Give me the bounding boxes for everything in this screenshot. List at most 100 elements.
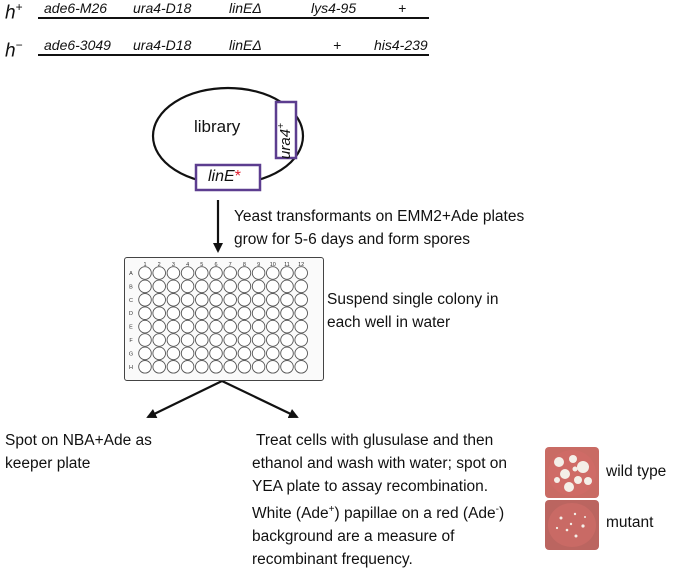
well [166,319,181,334]
well [237,360,252,374]
allele-his4: his4-239 [374,37,428,53]
mutant-papillae [548,503,596,547]
well [223,293,237,307]
well [266,266,280,280]
well [195,279,209,294]
well [180,279,195,294]
well [195,293,209,307]
well [209,360,223,374]
well [237,333,252,347]
row-label: G [129,351,133,357]
linE-insert-label: linE* [208,168,241,185]
well [237,293,252,307]
well [195,333,209,347]
well [152,279,166,294]
chromosome-line [38,54,429,56]
well [251,360,266,374]
well [195,266,209,280]
well [280,333,294,347]
well [280,319,294,334]
mutation-asterisk: * [234,168,241,185]
well [280,279,294,294]
well [180,346,195,361]
allele-ade6: ade6-M26 [44,0,108,16]
well [251,279,266,294]
well [166,266,181,280]
well [266,293,280,307]
well [195,346,209,361]
well [237,266,252,280]
mating-type-h-minus: h− [5,38,23,62]
column-label: 7 [229,262,232,268]
row-label: D [129,311,133,317]
well [180,266,195,280]
allele-lys4: + [333,37,342,53]
well [223,279,237,294]
well [195,306,209,320]
well [266,346,280,361]
well [152,266,166,280]
well [251,346,266,361]
column-label: 11 [284,262,290,268]
mutant-label: mutant [606,514,654,531]
well [209,346,223,361]
well [223,333,237,347]
well [138,360,152,374]
row-label: A [129,271,133,277]
well [195,360,209,374]
well [266,360,280,374]
well [223,266,237,280]
row-label: B [129,284,133,290]
wild-type-papillae [548,450,596,496]
allele-lys4: lys4-95 [311,0,357,16]
well [280,266,294,280]
linE-insert-box [194,163,262,192]
well [294,346,308,361]
well [209,293,223,307]
well [209,306,223,320]
well [180,319,195,334]
allele-linE: linEΔ [229,37,262,53]
row-label: H [129,365,133,371]
allele-his4: + [398,0,407,16]
well [280,306,294,320]
allele-ade6: ade6-3049 [44,37,111,53]
allele-ura4: ura4-D18 [133,37,192,53]
suspend-text: Suspend single colony in each well in wa… [327,291,499,331]
column-label: 9 [257,262,260,268]
well [237,279,252,294]
well [251,293,266,307]
well [152,293,166,307]
well [152,346,166,361]
column-label: 8 [243,262,246,268]
well [294,293,308,307]
well [209,333,223,347]
mutant-plate-image [545,500,599,550]
well [223,346,237,361]
arrow-left [146,380,223,418]
well [294,279,308,294]
row-label: E [129,325,133,331]
mating-type-h-plus: h+ [5,0,23,24]
column-label: 2 [158,262,161,268]
wild-type-label: wild type [606,463,667,480]
well [138,306,152,320]
well [237,319,252,334]
well [251,306,266,320]
well [152,360,166,374]
well [294,306,308,320]
well [166,306,181,320]
well [280,293,294,307]
well [166,360,181,374]
column-label: 4 [186,262,189,268]
well [280,346,294,361]
keeper-plate-text: Spot on NBA+Ade as keeper plate [5,432,152,472]
well [223,319,237,334]
well [138,319,152,334]
column-label: 6 [214,262,217,268]
well [180,360,195,374]
well [294,360,308,374]
